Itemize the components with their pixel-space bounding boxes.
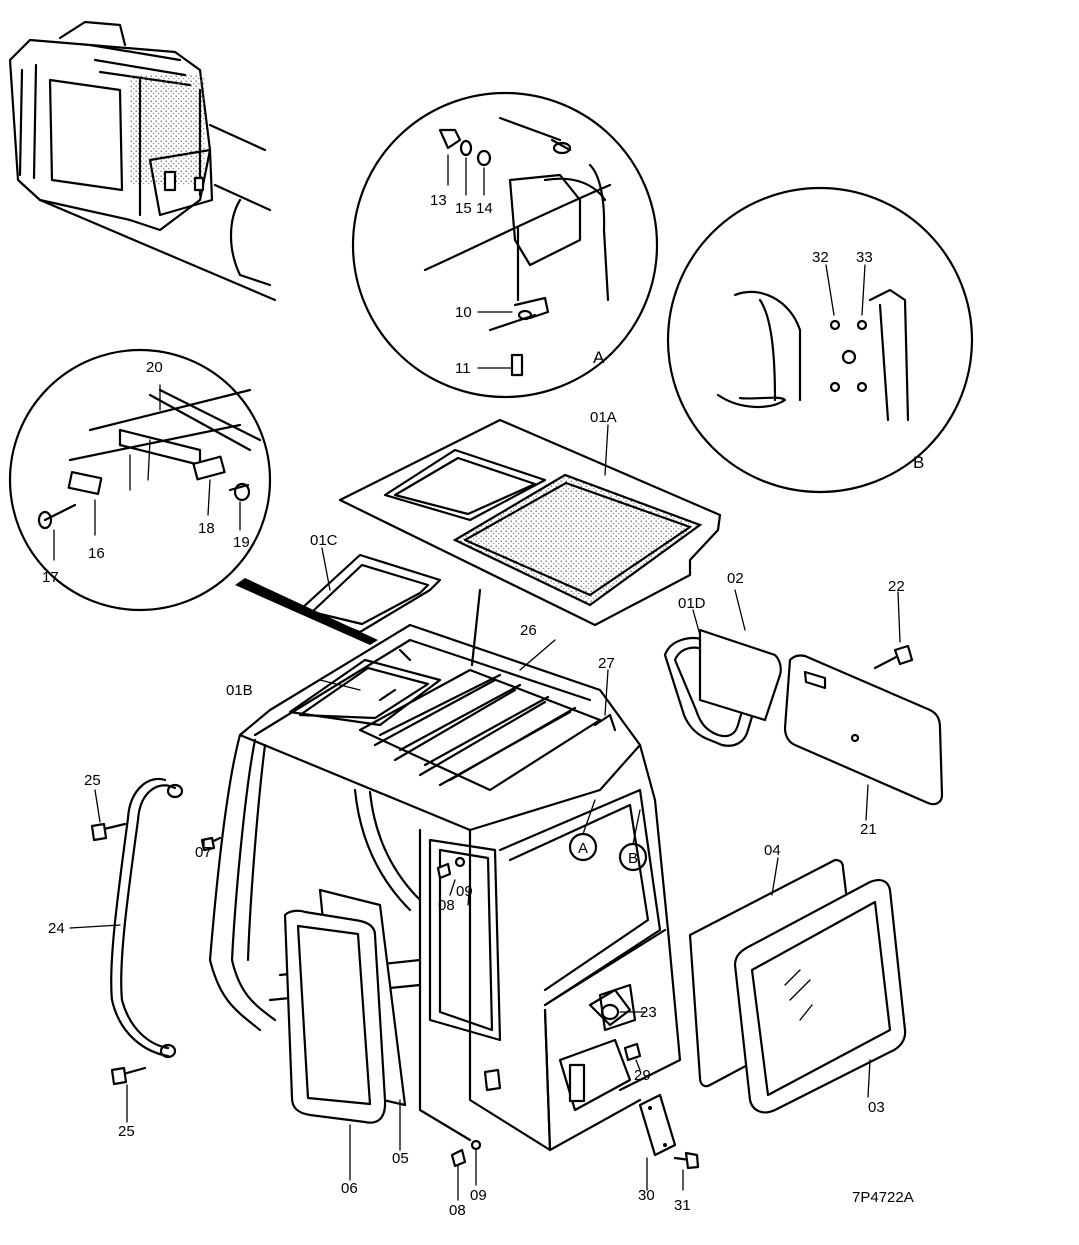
label-05: 05 — [392, 1150, 409, 1167]
leader-line-roof — [470, 588, 482, 667]
label-15: 15 — [455, 200, 472, 217]
label-26: 26 — [520, 622, 537, 639]
bolt-22 — [873, 644, 914, 670]
bolt-25-upper — [90, 822, 127, 842]
detail-a-circle — [351, 91, 659, 399]
label-09-upper: 09 — [456, 883, 473, 900]
label-17: 17 — [42, 569, 59, 586]
label-09-lower: 09 — [470, 1187, 487, 1204]
label-16: 16 — [88, 545, 105, 562]
detail-b-hole-label-2: 33 — [856, 249, 873, 266]
detail-b-circle — [666, 186, 974, 494]
handrail-24 — [110, 777, 184, 1059]
label-10: 10 — [455, 304, 472, 321]
label-30: 30 — [638, 1187, 655, 1204]
label-03: 03 — [868, 1099, 885, 1116]
label-23: 23 — [640, 1004, 657, 1021]
label-01b: 01B — [226, 682, 253, 699]
main-cab — [208, 623, 682, 1152]
label-11: 11 — [455, 360, 471, 377]
label-01d: 01D — [678, 595, 706, 612]
side-glass-21 — [783, 654, 944, 806]
seal-06 — [283, 909, 387, 1124]
label-19: 19 — [233, 534, 250, 551]
label-14: 14 — [476, 200, 493, 217]
cover-plate-30 — [638, 1093, 677, 1157]
washer-09-lower — [470, 1139, 482, 1151]
callout-b-ref: B — [628, 850, 638, 867]
label-25-lower: 25 — [118, 1123, 135, 1140]
label-18: 18 — [198, 520, 215, 537]
detail-b-hole-label-1: 32 — [812, 249, 829, 266]
label-07: 07 — [195, 844, 212, 861]
callout-a-ref: A — [578, 840, 588, 857]
label-08-upper: 08 — [438, 897, 455, 914]
bolt-07 — [200, 836, 222, 852]
overview-cab-illustration — [8, 20, 277, 302]
label-20: 20 — [146, 359, 163, 376]
label-02: 02 — [727, 570, 744, 587]
label-01c: 01C — [310, 532, 338, 549]
bolt-08-upper — [436, 862, 452, 880]
label-13: 13 — [430, 192, 447, 209]
bracket-23 — [588, 988, 632, 1027]
washer-09-upper — [454, 856, 466, 868]
bolt-31 — [673, 1151, 700, 1170]
bolt-29 — [623, 1042, 642, 1062]
label-24: 24 — [48, 920, 65, 937]
label-27: 27 — [598, 655, 615, 672]
label-01a: 01A — [590, 409, 617, 426]
drawing-code: 7P4722A — [852, 1189, 914, 1206]
seal-03 — [733, 879, 907, 1114]
label-04: 04 — [764, 842, 781, 859]
label-06: 06 — [341, 1180, 358, 1197]
callout-a: A — [593, 348, 605, 367]
label-08-lower: 08 — [449, 1202, 466, 1219]
part-labels: 01A 01B 01C 01D 02 03 04 05 06 07 08 08 … — [42, 192, 905, 1219]
callout-b: B — [913, 453, 924, 472]
roof-panel — [338, 418, 722, 627]
bolt-08-lower — [450, 1148, 467, 1168]
leader-lines — [69, 424, 901, 1201]
label-25-upper: 25 — [84, 772, 101, 789]
label-21: 21 — [860, 821, 877, 838]
label-22: 22 — [888, 578, 905, 595]
bolt-25-lower — [110, 1066, 147, 1086]
label-29: 29 — [634, 1067, 651, 1084]
label-31: 31 — [674, 1197, 691, 1214]
glass-02 — [698, 628, 782, 722]
skylight-seal-01c — [298, 553, 442, 634]
detail-bracket-circle — [8, 348, 272, 612]
